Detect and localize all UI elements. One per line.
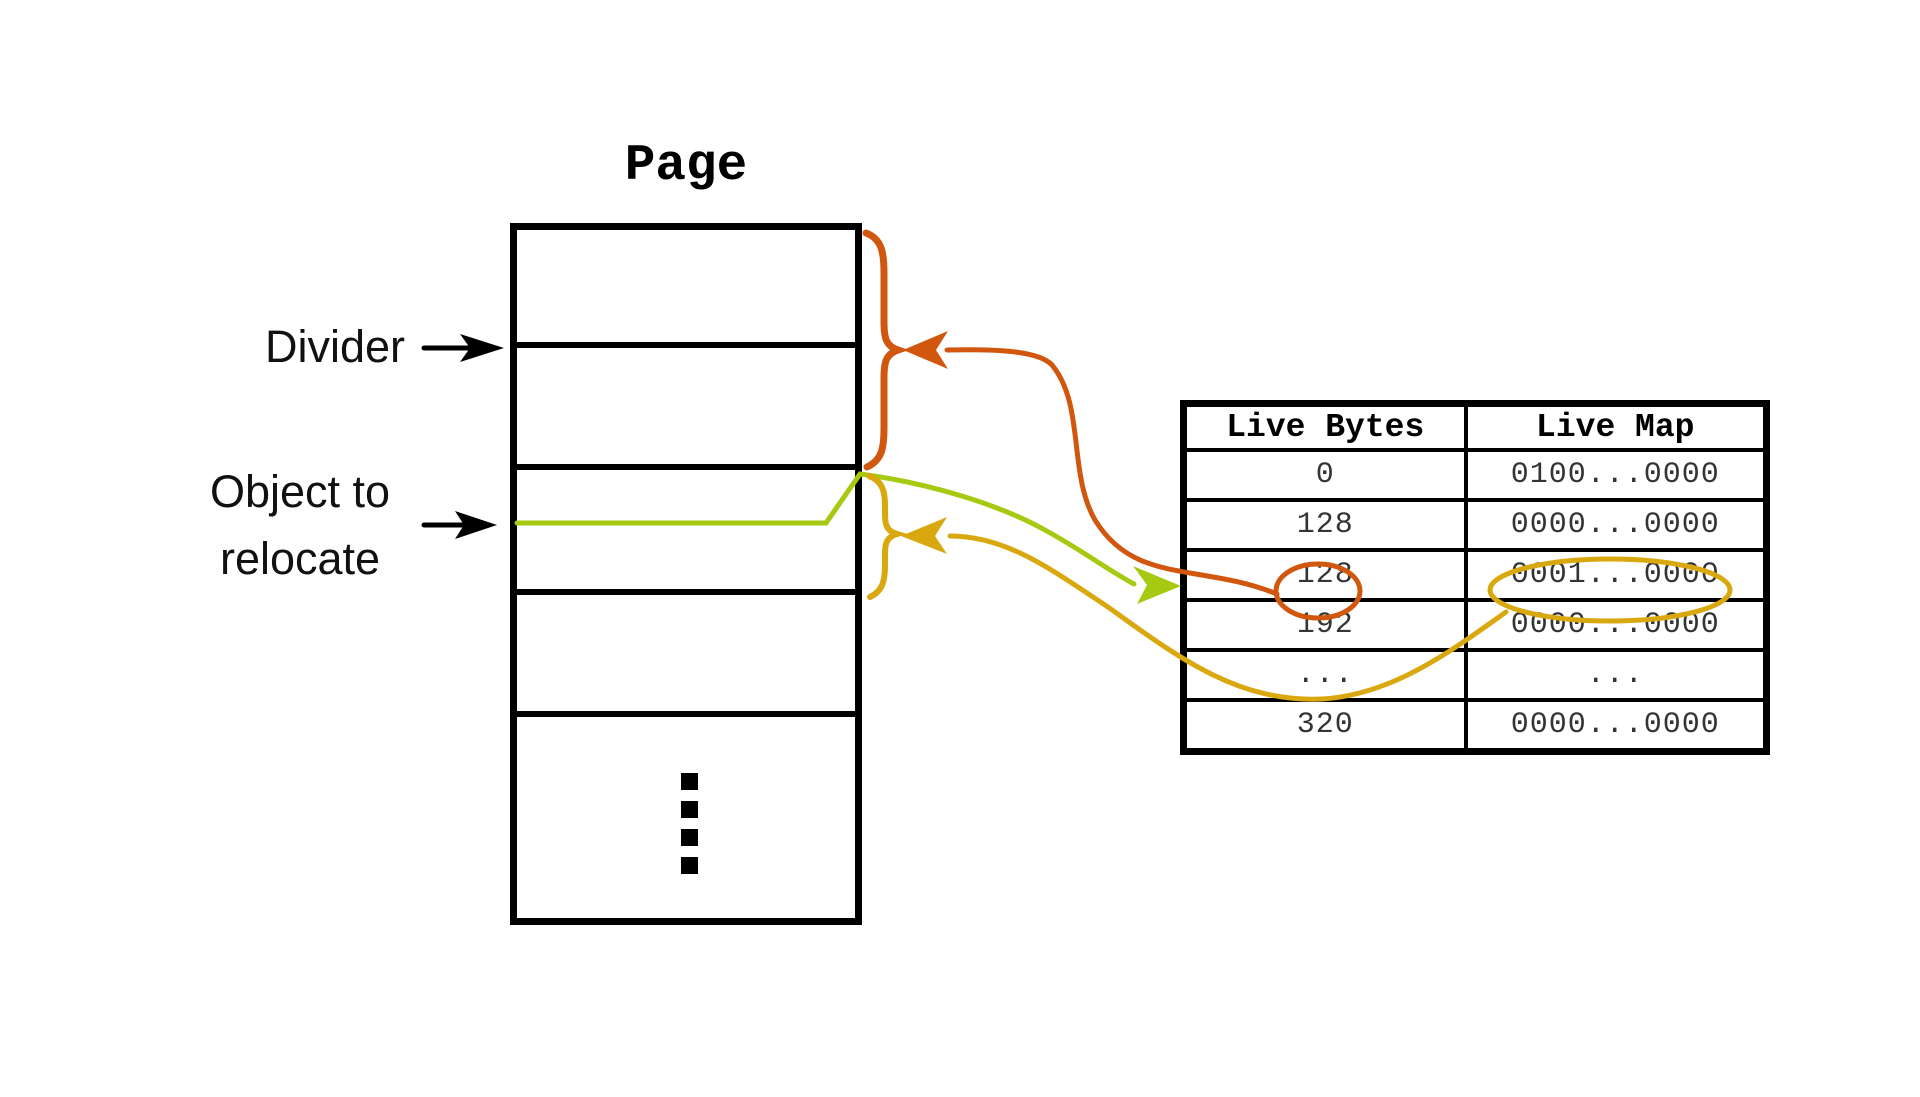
live-map-cell-circled: 0001...0000 bbox=[1463, 548, 1769, 602]
live-map-cell: 0000...0000 bbox=[1463, 598, 1769, 652]
live-map-header: Live Map bbox=[1463, 401, 1769, 452]
object-to-relocate-label: Object to relocate bbox=[209, 466, 391, 584]
yellow-arrowhead bbox=[901, 517, 947, 554]
table-row: 320 0000...0000 bbox=[1181, 698, 1769, 754]
table-row: 128 0000...0000 bbox=[1181, 498, 1769, 552]
table-row-highlighted: 128 0001...0000 bbox=[1181, 548, 1769, 602]
table-row: ... ... bbox=[1181, 648, 1769, 702]
yellow-brace bbox=[866, 473, 908, 600]
live-bytes-cell: 320 bbox=[1181, 698, 1468, 754]
live-bytes-cell: 0 bbox=[1181, 448, 1468, 502]
live-bytes-cell: 128 bbox=[1181, 498, 1468, 552]
live-bytes-cell: 192 bbox=[1181, 598, 1468, 652]
green-arrowhead bbox=[1133, 566, 1181, 604]
page-segment-divider-line-4 bbox=[510, 711, 862, 717]
live-bytes-header: Live Bytes bbox=[1181, 401, 1468, 452]
page-segment-divider-line-3 bbox=[510, 589, 862, 595]
ellipsis-dot bbox=[681, 857, 698, 874]
live-bytes-cell-circled: 128 bbox=[1181, 548, 1468, 602]
live-map-cell: 0000...0000 bbox=[1463, 698, 1769, 754]
ellipsis-dot bbox=[681, 773, 698, 790]
table-row: 0 0100...0000 bbox=[1181, 448, 1769, 502]
live-map-cell: ... bbox=[1463, 648, 1769, 702]
table-header-row: Live Bytes Live Map bbox=[1181, 401, 1769, 452]
live-map-cell: 0000...0000 bbox=[1463, 498, 1769, 552]
page-title: Page bbox=[624, 138, 748, 195]
vertical-ellipsis-icon bbox=[681, 773, 698, 885]
table-row: 192 0000...0000 bbox=[1181, 598, 1769, 652]
page-segment-divider-line-1 bbox=[510, 342, 862, 348]
divider-label: Divider bbox=[264, 321, 405, 372]
page-box bbox=[510, 223, 862, 925]
orange-brace bbox=[862, 229, 910, 471]
ellipsis-dot bbox=[681, 801, 698, 818]
divider-arrow bbox=[421, 334, 504, 362]
page-segment-divider-line-2 bbox=[510, 464, 862, 470]
live-map-table: Live Bytes Live Map 0 0100...0000 128 00… bbox=[1180, 400, 1770, 755]
ellipsis-dot bbox=[681, 829, 698, 846]
live-bytes-cell: ... bbox=[1181, 648, 1468, 702]
orange-arrowhead bbox=[903, 331, 948, 369]
live-map-cell: 0100...0000 bbox=[1463, 448, 1769, 502]
